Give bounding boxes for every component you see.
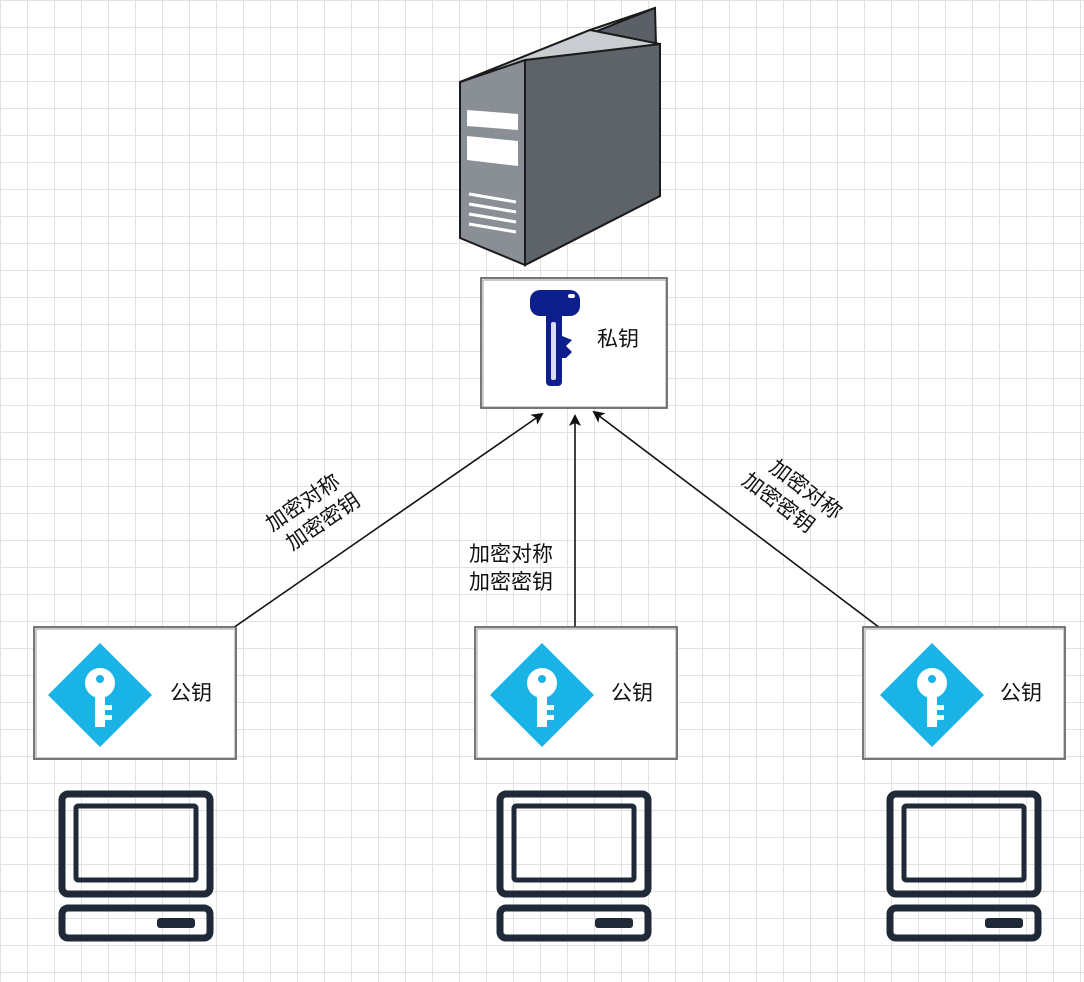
- private-key-label: 私钥: [597, 327, 639, 351]
- edge-label-right: 加密对称 加密密钥: [738, 455, 847, 538]
- edge-label-center-line1: 加密对称: [469, 542, 553, 566]
- computer-right: [886, 790, 1042, 942]
- public-key-label-right: 公钥: [1000, 681, 1042, 705]
- edge-label-center: 加密对称 加密密钥: [469, 542, 553, 594]
- computer-center: [496, 790, 652, 942]
- edge-arrow-right: [592, 410, 881, 629]
- computer-icon: [58, 790, 214, 942]
- public-key-box-right: 公钥: [862, 626, 1066, 760]
- server-icon: [459, 6, 662, 267]
- public-key-label-left: 公钥: [170, 681, 212, 705]
- key-diamond-icon: [48, 643, 152, 747]
- edge-arrow-left: [232, 412, 544, 629]
- private-key-box: 私钥: [480, 277, 668, 409]
- public-key-box-left: 公钥: [33, 626, 237, 760]
- edge-label-left: 加密对称 加密密钥: [261, 469, 364, 555]
- key-diamond-icon: [490, 643, 594, 747]
- key-diamond-icon: [880, 643, 984, 747]
- key-icon: [530, 290, 580, 386]
- computer-left: [58, 790, 214, 942]
- public-key-box-center: 公钥: [474, 626, 678, 760]
- computer-icon: [886, 790, 1042, 942]
- edge-label-center-line2: 加密密钥: [469, 570, 553, 594]
- computer-icon: [496, 790, 652, 942]
- server: [459, 6, 662, 267]
- edges: [232, 410, 881, 629]
- public-key-label-center: 公钥: [611, 681, 653, 705]
